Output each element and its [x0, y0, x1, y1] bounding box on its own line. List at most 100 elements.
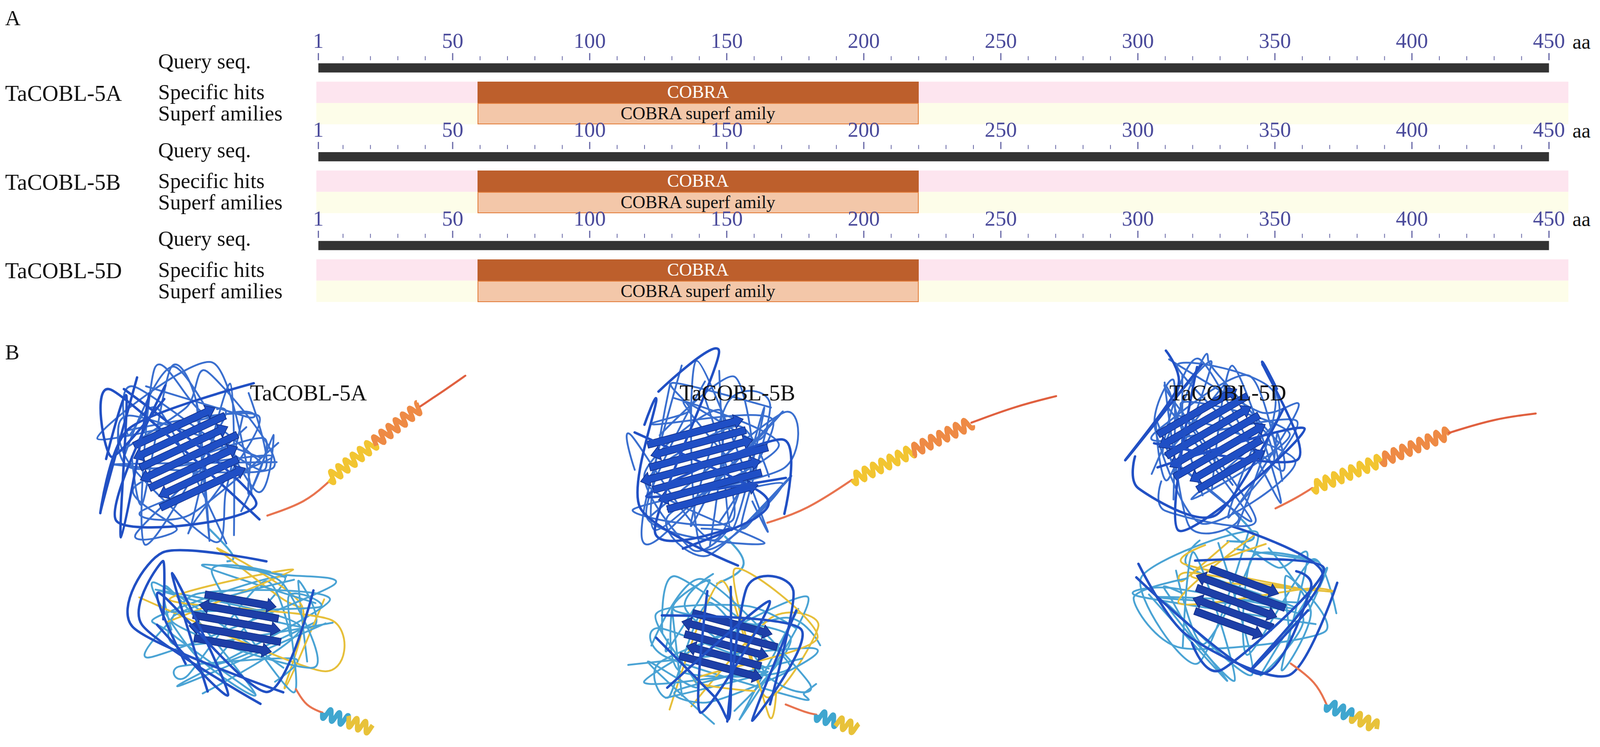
axis-tick [1329, 55, 1331, 61]
alpha-helix [835, 717, 859, 733]
protein-domain [1132, 525, 1338, 681]
axis-tick-number: 200 [847, 29, 880, 53]
axis-tick [753, 233, 755, 238]
axis-tick [726, 52, 728, 61]
axis-tick [1192, 55, 1193, 61]
axis-tick [972, 55, 974, 61]
axis-tick [1000, 141, 1002, 150]
row-label: Specific hits [158, 169, 265, 193]
axis-tick [945, 144, 947, 150]
axis-tick [1137, 52, 1139, 61]
axis-tick [1274, 52, 1276, 61]
disordered-tail [785, 703, 817, 715]
axis-tick [781, 55, 783, 61]
axis-tick-number: 300 [1121, 206, 1154, 231]
axis-tick [1411, 52, 1413, 61]
axis-tick [1082, 144, 1084, 150]
axis-tick [1466, 55, 1468, 61]
axis-tick [835, 233, 837, 238]
axis-tick [781, 233, 783, 238]
protein-loop [139, 569, 345, 672]
axis-tick-number: 350 [1258, 29, 1291, 53]
axis-tick [317, 141, 320, 150]
axis-tick [1000, 52, 1002, 61]
axis-tick [1164, 55, 1166, 61]
axis-tick [589, 52, 591, 61]
axis-tick-number: 150 [710, 206, 743, 231]
domain-name: COBRA [667, 171, 729, 191]
axis-tick [1548, 52, 1550, 61]
axis-tick [835, 144, 837, 150]
axis-tick [1247, 233, 1249, 238]
axis-tick [1356, 233, 1358, 238]
axis-tick [534, 144, 536, 150]
panel-letter: B [5, 340, 20, 364]
axis-tick-number: 400 [1395, 29, 1428, 53]
query-bar [318, 240, 1549, 251]
axis-tick-number: 250 [984, 206, 1017, 231]
axis-tick [616, 144, 618, 150]
beta-sheet [185, 585, 288, 660]
domain-name: COBRA superf amily [620, 193, 776, 212]
protein-loop [1138, 563, 1337, 676]
axis-tick [506, 144, 508, 150]
axis-tick [863, 52, 865, 61]
axis-tick [945, 55, 947, 61]
domain-name: COBRA superf amily [620, 104, 776, 124]
axis-tick [1274, 230, 1276, 238]
superfamily-box: COBRA superf amily [477, 280, 919, 302]
axis-tick-number: 200 [847, 206, 880, 231]
axis-tick [369, 233, 371, 238]
axis-tick-number: 450 [1532, 117, 1565, 142]
domain-name: COBRA superf amily [620, 281, 776, 301]
axis-tick [1520, 233, 1522, 238]
axis-tick [1027, 144, 1029, 150]
axis-tick [918, 233, 920, 238]
axis-tick [1219, 55, 1221, 61]
axis-tick [1384, 55, 1386, 61]
axis-tick [534, 233, 536, 238]
protein-loop [173, 580, 298, 682]
axis-tick [1137, 141, 1139, 150]
axis-tick [1384, 233, 1386, 238]
axis-tick [1027, 55, 1029, 61]
protein-name: TaCOBL-5B [5, 169, 121, 195]
protein-domain [626, 348, 799, 566]
axis-tick [1192, 144, 1193, 150]
query-bar [318, 152, 1549, 162]
axis-tick [562, 144, 563, 150]
axis-tick [589, 141, 591, 150]
axis-tick [1301, 233, 1303, 238]
disordered-tail [1448, 413, 1536, 433]
axis-tick-number: 250 [984, 29, 1017, 53]
protein-name: TaCOBL-5A [5, 81, 123, 106]
axis-tick-number: 100 [573, 29, 606, 53]
axis-tick-number: 350 [1258, 206, 1291, 231]
axis-tick [451, 230, 454, 238]
axis-tick [1548, 141, 1550, 150]
axis-tick [781, 144, 783, 150]
axis-tick [726, 230, 728, 238]
axis-tick [1301, 55, 1303, 61]
axis-unit: aa [1572, 208, 1591, 231]
row-label: Query seq. [158, 226, 251, 251]
axis-tick [506, 233, 508, 238]
protein-loop [1231, 525, 1323, 669]
alpha-helix [1312, 452, 1386, 493]
axis-tick [369, 144, 371, 150]
axis-tick [451, 52, 454, 61]
axis-tick [671, 55, 673, 61]
beta-strand [157, 461, 249, 514]
specific-hits-band [316, 81, 1569, 103]
axis-tick [671, 144, 673, 150]
specific-hit-box: COBRA [477, 259, 919, 281]
axis-tick-number: 400 [1395, 206, 1428, 231]
alpha-helix [1350, 712, 1378, 729]
axis-tick [644, 55, 645, 61]
alpha-helix [1380, 428, 1450, 465]
axis-tick-number: 200 [847, 117, 880, 142]
axis-tick [1274, 141, 1276, 150]
axis-tick [424, 55, 426, 61]
alpha-helix [373, 401, 421, 446]
